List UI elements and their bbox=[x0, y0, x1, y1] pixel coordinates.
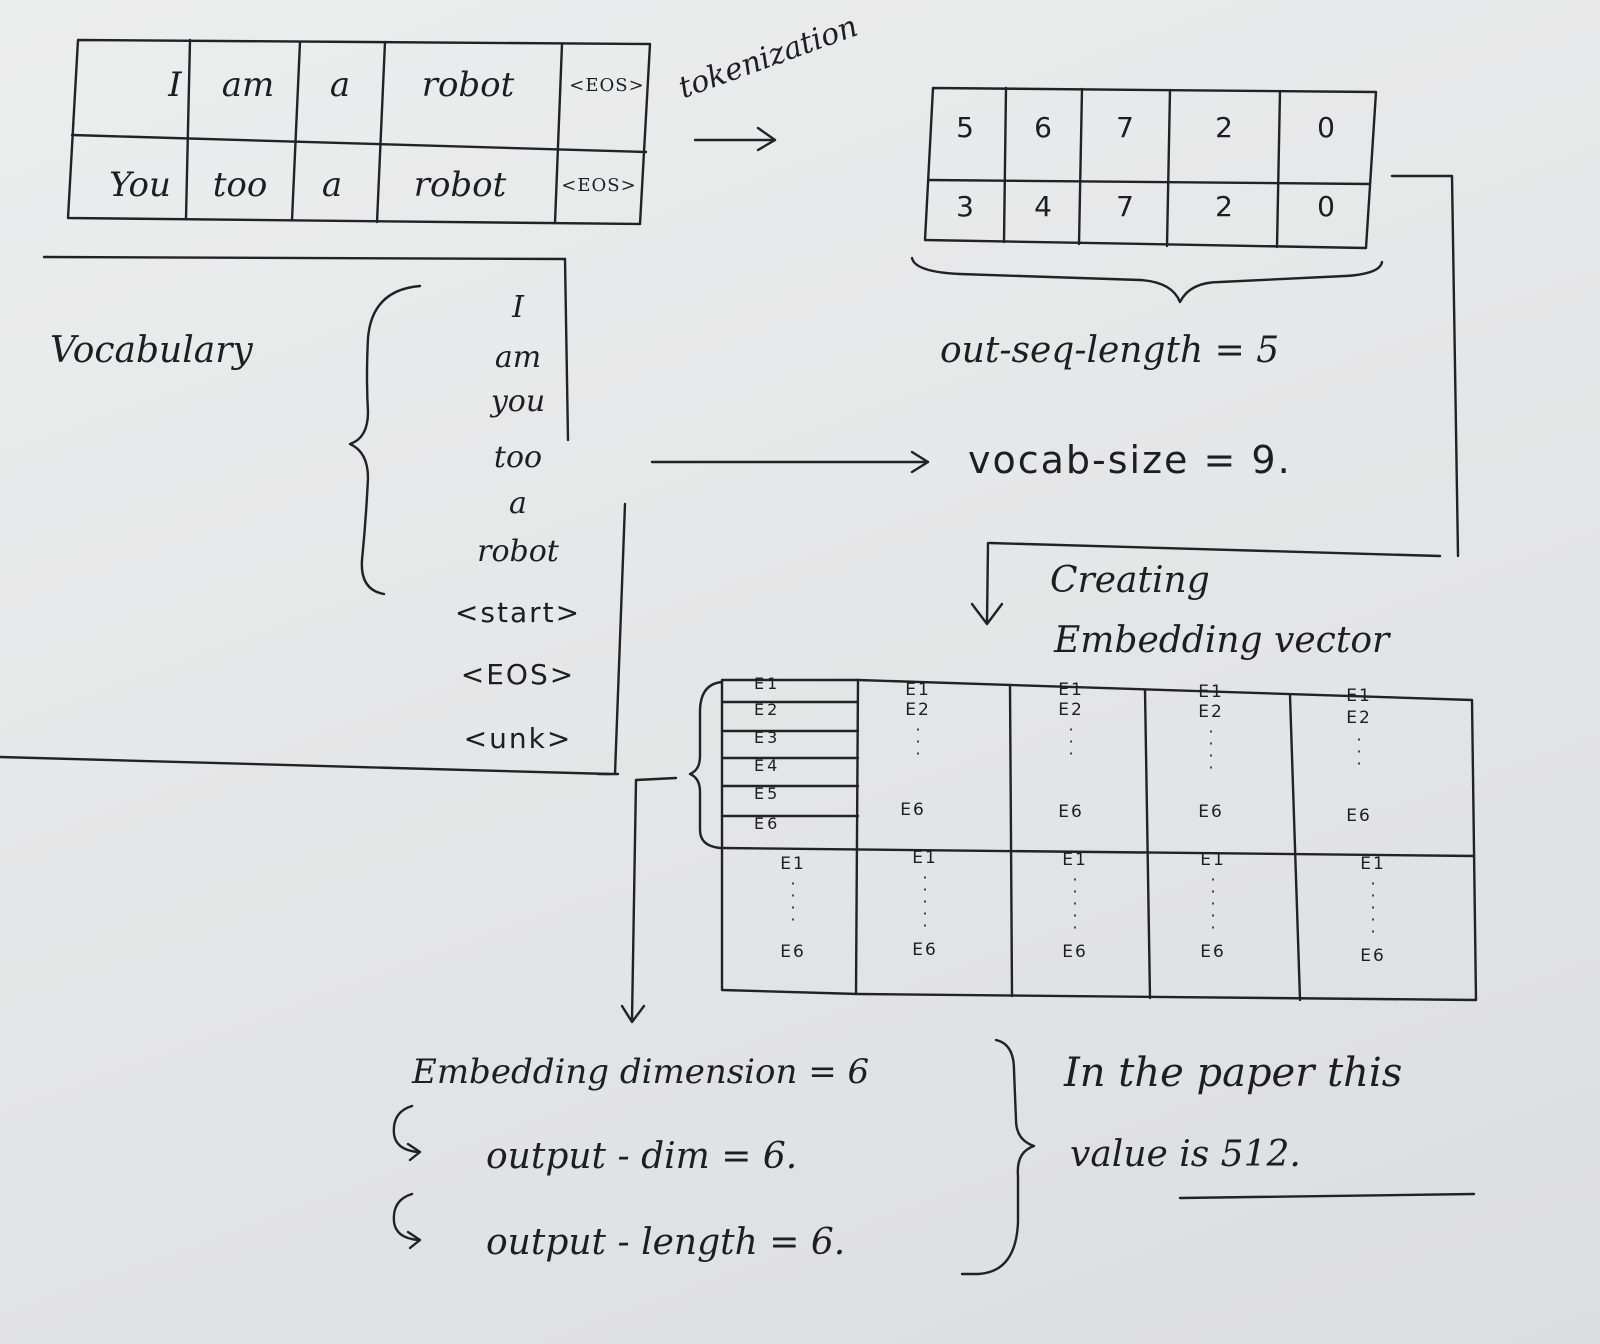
embedding-entry: E1 bbox=[780, 854, 806, 874]
sentence-table: I am a robot <EOS> You too a robot <EOS> bbox=[70, 40, 652, 220]
vocabulary-box bbox=[0, 255, 627, 776]
paper-note-line1: In the paper this bbox=[1064, 1050, 1403, 1096]
token-brace bbox=[910, 256, 1384, 304]
embedding-entry: E1 bbox=[912, 848, 938, 868]
vocab-item: <EOS> bbox=[460, 658, 576, 691]
value-underline bbox=[1178, 1192, 1476, 1200]
embedding-entry: E2 bbox=[905, 700, 931, 720]
vocab-item: you bbox=[490, 384, 546, 419]
embedding-ellipsis: · · · bbox=[1068, 720, 1074, 763]
vocab-item: a bbox=[509, 486, 527, 521]
sentence-row-1: I am a robot <EOS> bbox=[70, 40, 652, 130]
embedding-dimension-label: Embedding dimension = 6 bbox=[412, 1052, 870, 1092]
embedding-grid-lines bbox=[720, 678, 1478, 1002]
word-cell: <EOS> bbox=[561, 174, 637, 196]
output-dim-label: output - dim = 6. bbox=[486, 1136, 798, 1177]
token-cell: 7 bbox=[1116, 190, 1134, 223]
right-connector bbox=[970, 174, 1460, 626]
embedding-entry: E4 bbox=[754, 756, 781, 775]
word-cell: I bbox=[168, 65, 182, 105]
embedding-entry: E5 bbox=[754, 784, 781, 803]
embedding-entry: E6 bbox=[754, 814, 781, 833]
embedding-entry: E1 bbox=[754, 674, 781, 693]
embedding-entry: E6 bbox=[912, 940, 938, 960]
word-cell: am bbox=[221, 65, 275, 105]
embedding-entry: E6 bbox=[1346, 806, 1372, 826]
token-cell: 2 bbox=[1215, 190, 1233, 223]
output-length-label: output - length = 6. bbox=[486, 1222, 846, 1263]
embedding-ellipsis: · · · · · bbox=[922, 868, 928, 935]
embedding-entry: E1 bbox=[1360, 854, 1386, 874]
token-table-grid bbox=[923, 86, 1378, 250]
word-cell: You bbox=[109, 165, 171, 205]
embedding-ellipsis: · · · bbox=[1356, 730, 1362, 773]
embedding-entry: E1 bbox=[1062, 850, 1088, 870]
token-cell: 4 bbox=[1034, 190, 1052, 223]
vocab-item: <start> bbox=[454, 596, 582, 629]
embedding-dim-connector bbox=[620, 776, 678, 1024]
vocab-item: I bbox=[512, 290, 524, 325]
creating-label-line1: Creating bbox=[1050, 560, 1210, 601]
hook-arrows bbox=[392, 1104, 422, 1250]
word-cell: <EOS> bbox=[569, 74, 645, 96]
token-id-table: 5 6 7 2 0 3 4 7 2 0 bbox=[925, 88, 1373, 246]
vocab-item: am bbox=[494, 340, 542, 375]
embedding-entry: E6 bbox=[1200, 942, 1226, 962]
embedding-entry: E6 bbox=[780, 942, 806, 962]
embedding-entry: E2 bbox=[1058, 700, 1084, 720]
embedding-ellipsis: · · · · bbox=[790, 874, 796, 929]
word-cell: a bbox=[321, 165, 343, 205]
dims-brace bbox=[960, 1038, 1036, 1276]
embedding-entry: E1 bbox=[1198, 682, 1224, 702]
token-cell: 2 bbox=[1215, 111, 1233, 144]
embedding-entry: E2 bbox=[754, 700, 781, 719]
token-cell: 5 bbox=[956, 111, 974, 144]
word-cell: too bbox=[212, 165, 268, 205]
sentence-table-grid bbox=[66, 38, 652, 226]
vocabulary-title: Vocabulary bbox=[50, 330, 253, 371]
token-cell: 0 bbox=[1317, 190, 1335, 223]
token-cell: 0 bbox=[1317, 111, 1335, 144]
creating-label-line2: Embedding vector bbox=[1054, 620, 1390, 661]
embedding-entry: E1 bbox=[905, 680, 931, 700]
vocab-item: too bbox=[493, 440, 543, 475]
token-cell: 3 bbox=[956, 190, 974, 223]
paper-note-line2: value is 512. bbox=[1070, 1134, 1301, 1175]
embedding-entry: E6 bbox=[900, 800, 926, 820]
vocab-item: <unk> bbox=[463, 722, 573, 755]
word-cell: robot bbox=[421, 65, 515, 105]
token-cell: 6 bbox=[1034, 111, 1052, 144]
embedding-ellipsis: · · · · bbox=[1208, 722, 1214, 777]
embedding-ellipsis: · · · · · bbox=[1210, 870, 1216, 937]
embedding-ellipsis: · · · · · bbox=[1072, 870, 1078, 937]
embedding-entry: E6 bbox=[1062, 942, 1088, 962]
token-cell: 7 bbox=[1116, 111, 1134, 144]
vocab-size-label: vocab-size = 9. bbox=[968, 438, 1292, 482]
embedding-ellipsis: · · · · · bbox=[1370, 874, 1376, 941]
embedding-entry: E1 bbox=[1058, 680, 1084, 700]
embedding-ellipsis: · · · bbox=[915, 720, 921, 763]
embedding-entry: E3 bbox=[754, 728, 781, 747]
embedding-entry: E2 bbox=[1198, 702, 1224, 722]
out-seq-length-label: out-seq-length = 5 bbox=[940, 330, 1280, 371]
sentence-row-2: You too a robot <EOS> bbox=[70, 140, 652, 230]
embedding-brace bbox=[688, 680, 724, 850]
word-cell: a bbox=[329, 65, 351, 105]
embedding-entry: E6 bbox=[1360, 946, 1386, 966]
tokenization-arrow bbox=[693, 126, 777, 152]
vocabulary-brace bbox=[348, 284, 422, 596]
embedding-entry: E2 bbox=[1346, 708, 1372, 728]
embedding-entry: E1 bbox=[1346, 686, 1372, 706]
embedding-entry: E6 bbox=[1058, 802, 1084, 822]
embedding-matrix: E1 E2 E3 E4 E5 E6 E1 E2 · · · E6 E1 E2 ·… bbox=[718, 674, 1474, 996]
vocab-arrow bbox=[650, 450, 930, 474]
embedding-entry: E6 bbox=[1198, 802, 1224, 822]
vocab-item: robot bbox=[477, 534, 559, 569]
word-cell: robot bbox=[413, 165, 507, 205]
embedding-entry: E1 bbox=[1200, 850, 1226, 870]
